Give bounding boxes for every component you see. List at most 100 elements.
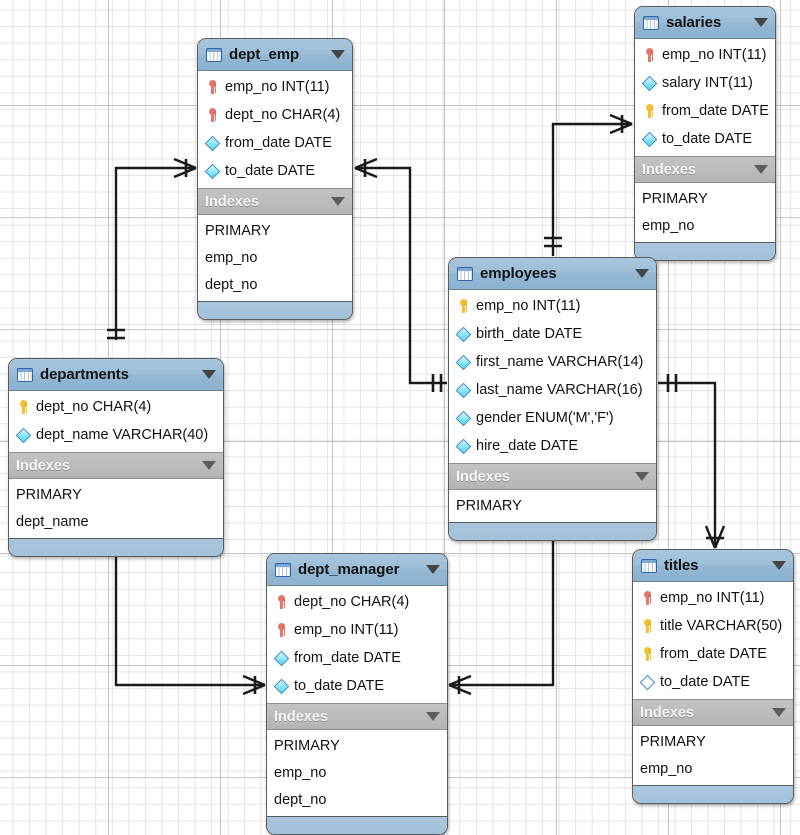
red-key-icon — [643, 47, 656, 63]
table-header-dept_emp[interactable]: dept_emp — [198, 39, 352, 71]
column-row[interactable]: last_name VARCHAR(16) — [449, 376, 656, 404]
column-row[interactable]: dept_no CHAR(4) — [198, 101, 352, 129]
caret-down-icon[interactable] — [331, 197, 345, 206]
yellow-key-icon — [17, 399, 30, 415]
index-row[interactable]: dept_name — [9, 508, 223, 535]
column-row[interactable]: dept_no CHAR(4) — [9, 393, 223, 421]
relationship-departments-dept_emp[interactable] — [107, 157, 197, 340]
column-row[interactable]: hire_date DATE — [449, 432, 656, 460]
table-icon — [457, 266, 473, 281]
column-list-dept_emp: emp_no INT(11)dept_no CHAR(4)from_date D… — [198, 71, 352, 188]
column-label: birth_date DATE — [476, 326, 583, 342]
column-row[interactable]: dept_no CHAR(4) — [267, 588, 447, 616]
column-row[interactable]: to_date DATE — [198, 157, 352, 185]
indexes-section-header-dept_manager[interactable]: Indexes — [267, 703, 447, 730]
caret-down-icon[interactable] — [754, 165, 768, 174]
caret-down-icon[interactable] — [635, 269, 649, 278]
index-row[interactable]: emp_no — [267, 759, 447, 786]
relationship-employees-titles[interactable] — [658, 374, 726, 549]
indexes-section-header-salaries[interactable]: Indexes — [635, 156, 775, 183]
index-label: PRIMARY — [16, 486, 82, 503]
indexes-label: Indexes — [640, 704, 694, 721]
yellow-key-icon — [641, 618, 654, 634]
column-row[interactable]: to_date DATE — [635, 125, 775, 153]
table-header-salaries[interactable]: salaries — [635, 7, 775, 39]
index-row[interactable]: PRIMARY — [267, 732, 447, 759]
caret-down-icon[interactable] — [772, 561, 786, 570]
table-name: departments — [40, 366, 129, 383]
table-departments[interactable]: departments dept_no CHAR(4) dept_name VARC… — [8, 358, 224, 557]
column-label: emp_no INT(11) — [660, 590, 765, 606]
column-row[interactable]: emp_no INT(11) — [449, 292, 656, 320]
table-name: salaries — [666, 14, 722, 31]
relationship-employees-salaries[interactable] — [544, 113, 633, 256]
caret-down-icon[interactable] — [426, 712, 440, 721]
index-row[interactable]: PRIMARY — [635, 185, 775, 212]
column-row[interactable]: from_date DATE — [198, 129, 352, 157]
caret-down-icon[interactable] — [331, 50, 345, 59]
table-header-departments[interactable]: departments — [9, 359, 223, 391]
index-row[interactable]: PRIMARY — [633, 728, 793, 755]
column-label: dept_no CHAR(4) — [294, 594, 410, 610]
column-row[interactable]: from_date DATE — [633, 640, 793, 668]
column-label: last_name VARCHAR(16) — [476, 382, 643, 398]
table-header-dept_manager[interactable]: dept_manager — [267, 554, 447, 586]
column-row[interactable]: emp_no INT(11) — [633, 584, 793, 612]
indexes-section-header-dept_emp[interactable]: Indexes — [198, 188, 352, 215]
column-row[interactable]: emp_no INT(11) — [198, 73, 352, 101]
relationship-employees-dept_manager[interactable] — [448, 518, 562, 696]
column-row[interactable]: emp_no INT(11) — [635, 41, 775, 69]
column-list-dept_manager: dept_no CHAR(4) emp_no INT(11)from_date D… — [267, 586, 447, 703]
column-row[interactable]: salary INT(11) — [635, 69, 775, 97]
table-header-employees[interactable]: employees — [449, 258, 656, 290]
column-row[interactable]: gender ENUM('M','F') — [449, 404, 656, 432]
table-header-titles[interactable]: titles — [633, 550, 793, 582]
column-row[interactable]: emp_no INT(11) — [267, 616, 447, 644]
table-titles[interactable]: titles emp_no INT(11) title VARCHAR(50)fro… — [632, 549, 794, 804]
index-row[interactable]: emp_no — [635, 212, 775, 239]
caret-down-icon[interactable] — [754, 18, 768, 27]
table-icon — [641, 558, 657, 573]
column-label: to_date DATE — [225, 163, 316, 179]
index-row[interactable]: dept_no — [198, 271, 352, 298]
column-row[interactable]: birth_date DATE — [449, 320, 656, 348]
column-label: dept_no CHAR(4) — [36, 399, 152, 415]
indexes-section-header-departments[interactable]: Indexes — [9, 452, 223, 479]
caret-down-icon[interactable] — [202, 370, 216, 379]
cyan-diamond-icon — [457, 410, 470, 426]
column-row[interactable]: to_date DATE — [267, 672, 447, 700]
index-row[interactable]: emp_no — [198, 244, 352, 271]
relationship-employees-dept_emp[interactable] — [354, 157, 447, 392]
index-row[interactable]: dept_no — [267, 786, 447, 813]
indexes-section-header-employees[interactable]: Indexes — [449, 463, 656, 490]
indexes-section-header-titles[interactable]: Indexes — [633, 699, 793, 726]
column-row[interactable]: from_date DATE — [267, 644, 447, 672]
table-salaries[interactable]: salaries emp_no INT(11)salary INT(11)from… — [634, 6, 776, 261]
table-dept_manager[interactable]: dept_manager dept_no CHAR(4) emp_no INT(11… — [266, 553, 448, 835]
caret-down-icon[interactable] — [202, 461, 216, 470]
table-employees[interactable]: employees emp_no INT(11) birth_date DATE fi… — [448, 257, 657, 541]
table-icon — [275, 562, 291, 577]
index-label: PRIMARY — [205, 222, 271, 239]
index-row[interactable]: PRIMARY — [198, 217, 352, 244]
index-row[interactable]: PRIMARY — [449, 492, 656, 519]
column-label: emp_no INT(11) — [476, 298, 581, 314]
column-row[interactable]: first_name VARCHAR(14) — [449, 348, 656, 376]
red-key-icon — [275, 622, 288, 638]
column-row[interactable]: from_date DATE — [635, 97, 775, 125]
table-footer-titles — [633, 785, 793, 803]
cyan-diamond-icon — [17, 427, 30, 443]
caret-down-icon[interactable] — [635, 472, 649, 481]
caret-down-icon[interactable] — [772, 708, 786, 717]
column-list-employees: emp_no INT(11) birth_date DATE first_name … — [449, 290, 656, 463]
column-row[interactable]: to_date DATE — [633, 668, 793, 696]
cyan-diamond-icon — [275, 650, 288, 666]
caret-down-icon[interactable] — [426, 565, 440, 574]
column-row[interactable]: title VARCHAR(50) — [633, 612, 793, 640]
index-row[interactable]: PRIMARY — [9, 481, 223, 508]
column-row[interactable]: dept_name VARCHAR(40) — [9, 421, 223, 449]
cyan-diamond-icon — [275, 678, 288, 694]
index-row[interactable]: emp_no — [633, 755, 793, 782]
